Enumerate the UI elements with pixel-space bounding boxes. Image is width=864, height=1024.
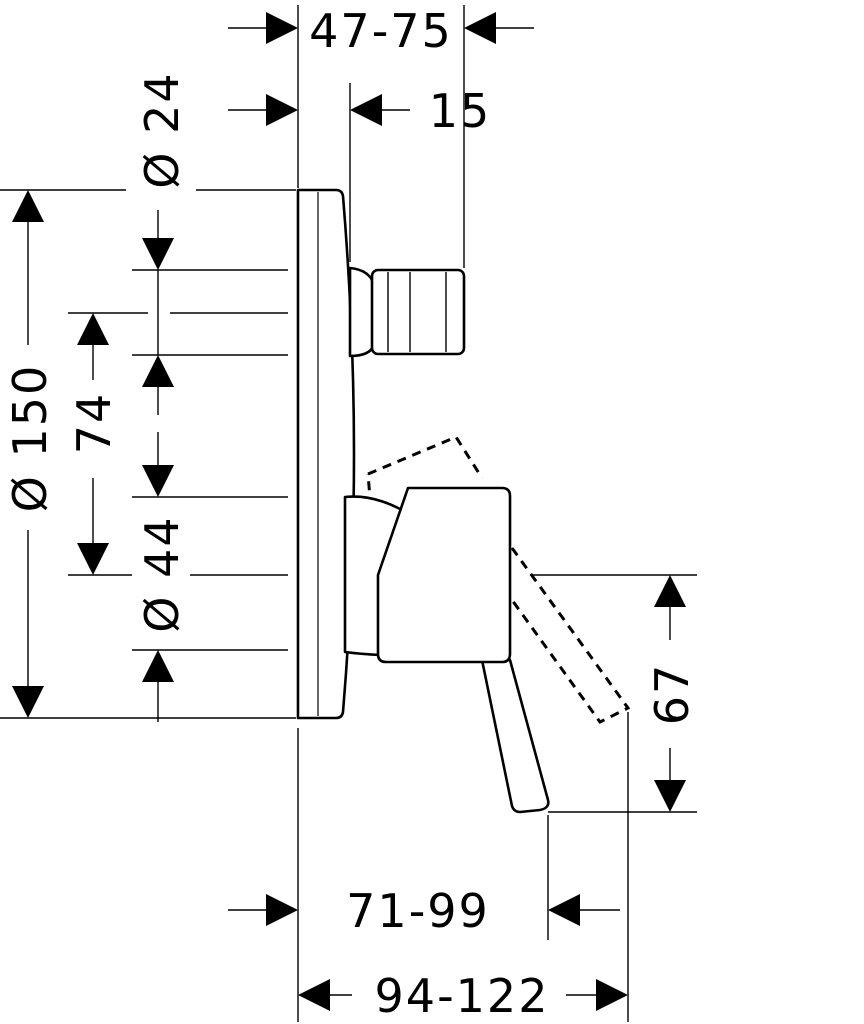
dim-diameter-handle: Ø 44 xyxy=(135,515,189,632)
handle-body xyxy=(376,486,512,664)
dim-spacing: 74 xyxy=(67,392,121,455)
dim-depth-lever-tip: 71-99 xyxy=(346,884,490,938)
outlet-nut xyxy=(370,268,466,356)
dim-depth-outlet: 15 xyxy=(429,84,492,138)
lever-alt-position xyxy=(367,435,484,479)
arrowheads xyxy=(12,12,686,1011)
dimension-labels: 47-75 15 Ø 24 Ø 150 74 Ø 44 67 71-99 94-… xyxy=(3,4,699,1023)
mixer-drawing xyxy=(296,188,631,814)
lever-stem xyxy=(480,658,550,814)
dim-diameter-outlet: Ø 24 xyxy=(135,71,189,188)
dimension-lines xyxy=(27,27,671,996)
outlet-collar xyxy=(348,266,376,358)
dim-depth-body: 47-75 xyxy=(309,4,453,58)
dim-lever-drop: 67 xyxy=(645,663,699,726)
dim-depth-total: 94-122 xyxy=(375,969,550,1023)
wall-plate xyxy=(296,188,356,720)
dim-diameter-plate: Ø 150 xyxy=(3,364,57,513)
